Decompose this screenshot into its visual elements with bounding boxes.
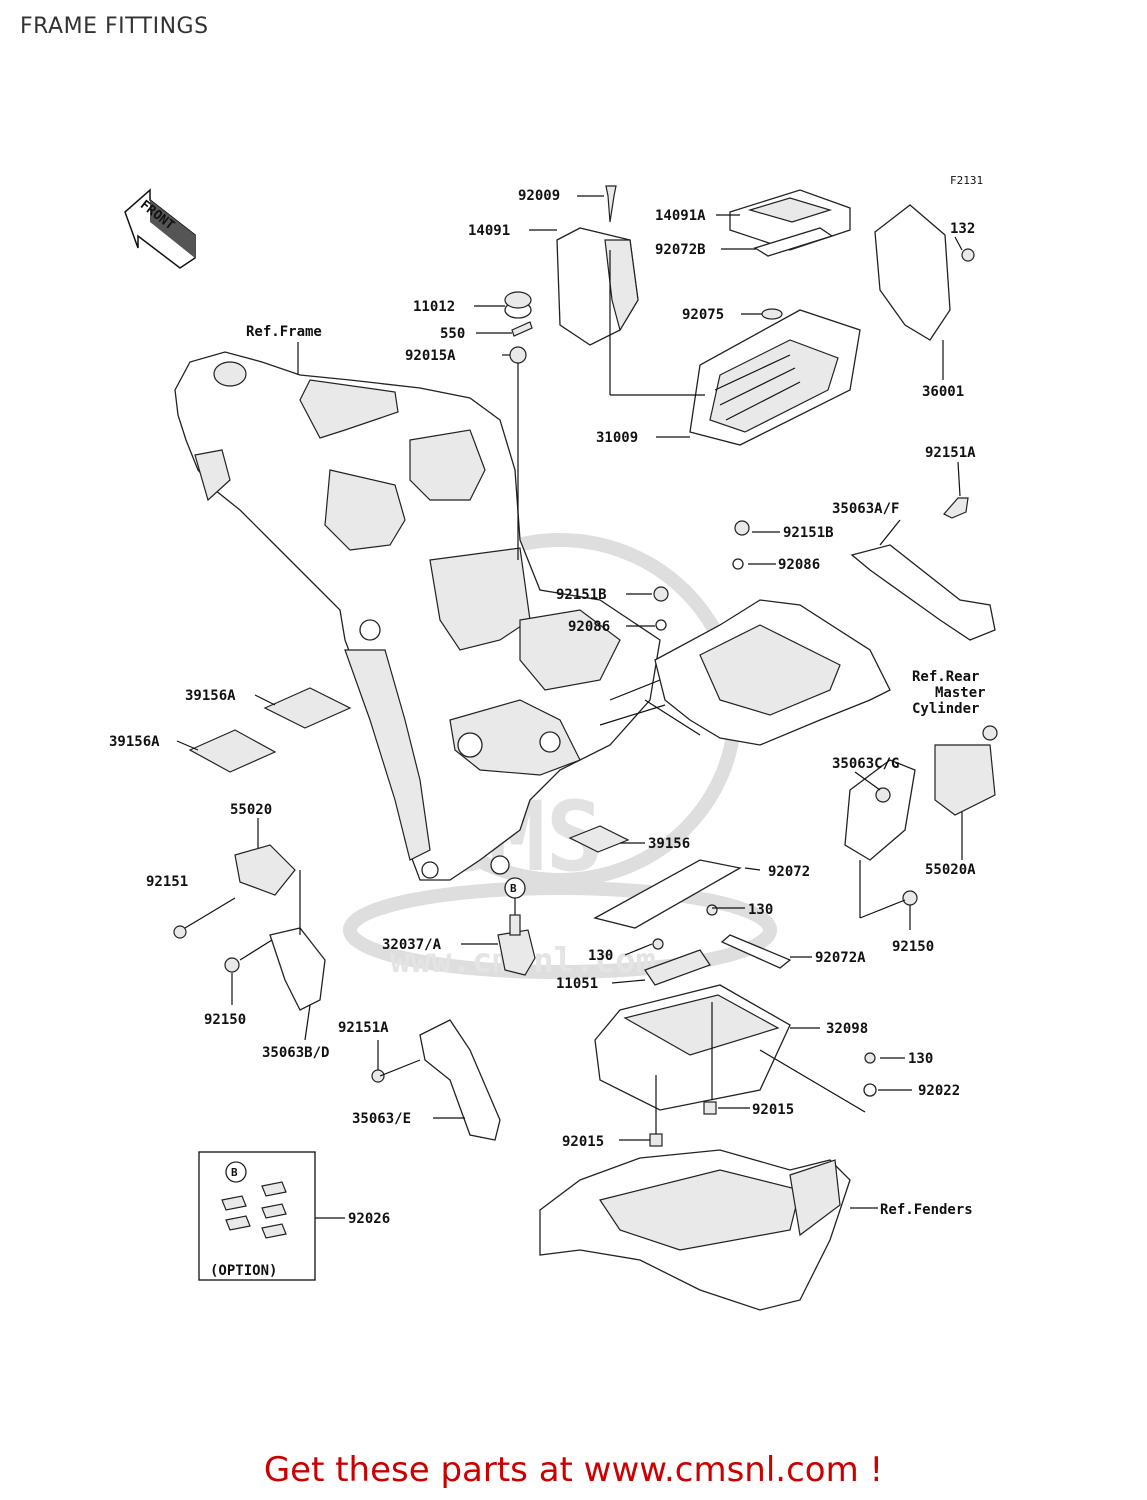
label-35063cg: 35063C/G [832, 756, 899, 772]
label-ref-rear-master-1: Ref.Rear [912, 669, 979, 685]
label-35063e: 35063/E [352, 1111, 411, 1127]
figure-code: F2131 [950, 174, 983, 187]
parts-diagram: CMS www.cmsnl.com FRONT F2131 [109, 174, 998, 1311]
watermark-base [343, 881, 777, 979]
label-14091a: 14091A [655, 208, 706, 224]
label-92151b-2: 92151B [556, 587, 607, 603]
label-55020: 55020 [230, 802, 272, 818]
label-39156a-1: 39156A [185, 688, 236, 704]
battery-tray [594, 984, 791, 1111]
label-92150-left: 92150 [204, 1012, 246, 1028]
page-title: FRAME FITTINGS [20, 14, 209, 39]
plate-39156 [568, 825, 630, 853]
master-cylinder-bracket [844, 744, 996, 861]
cap-11012 [504, 291, 532, 319]
label-130-1: 130 [748, 902, 773, 918]
label-11012: 11012 [413, 299, 455, 315]
bracket-36001 [874, 204, 951, 341]
label-92151a-top: 92151A [925, 445, 976, 461]
label-35063af: 35063A/F [832, 501, 899, 517]
front-arrow-icon: FRONT [124, 188, 196, 269]
rear-subframe [599, 599, 891, 746]
label-132: 132 [950, 221, 975, 237]
label-39156: 39156 [648, 836, 690, 852]
damper-32037a [497, 929, 536, 976]
label-92151b-1: 92151B [783, 525, 834, 541]
callout-b-letter: B [510, 882, 517, 895]
ecu-cover [556, 227, 639, 346]
label-ref-rear-master-3: Cylinder [912, 701, 979, 717]
option-box-marker: B [231, 1166, 238, 1179]
strap-92072b [753, 227, 834, 257]
label-ref-frame: Ref.Frame [246, 324, 322, 340]
label-ref-fenders: Ref.Fenders [880, 1202, 973, 1218]
label-11051: 11051 [556, 976, 598, 992]
bolt-92009 [605, 185, 617, 223]
option-box: B (OPTION) [198, 1151, 316, 1281]
label-550: 550 [440, 326, 465, 342]
plate-39156a-1 [263, 687, 352, 729]
strap-92072 [593, 859, 742, 929]
label-130-2: 130 [588, 948, 613, 964]
label-92026: 92026 [348, 1211, 390, 1227]
label-130-3: 130 [908, 1051, 933, 1067]
label-92086-2: 92086 [568, 619, 610, 635]
part-labels: Ref.Frame Ref.Fenders Ref.Rear Master Cy… [109, 188, 986, 1227]
label-92151a-low: 92151A [338, 1020, 389, 1036]
left-footrest [234, 844, 326, 1011]
strap-92072a [720, 934, 792, 969]
label-92015a: 92015A [405, 348, 456, 364]
label-92072b: 92072B [655, 242, 706, 258]
option-box-caption: (OPTION) [210, 1263, 277, 1279]
rear-fender [539, 1149, 851, 1311]
label-92015-1: 92015 [752, 1102, 794, 1118]
label-36001: 36001 [922, 384, 964, 400]
label-55020a: 55020A [925, 862, 976, 878]
label-92151: 92151 [146, 874, 188, 890]
plate-39156a-2 [188, 729, 277, 773]
ecu-box [729, 189, 851, 251]
label-32098: 32098 [826, 1021, 868, 1037]
label-92022: 92022 [918, 1083, 960, 1099]
nut-92015a [509, 346, 527, 364]
label-14091: 14091 [468, 223, 510, 239]
label-35063bd: 35063B/D [262, 1045, 329, 1061]
label-32037a: 32037/A [382, 937, 442, 953]
bracket-35063af [850, 544, 996, 641]
label-39156a-2: 39156A [109, 734, 160, 750]
bracket-11051 [644, 949, 711, 986]
label-92150-right: 92150 [892, 939, 934, 955]
label-31009: 31009 [596, 430, 638, 446]
main-frame [174, 351, 661, 881]
label-92075: 92075 [682, 307, 724, 323]
label-92086-1: 92086 [778, 557, 820, 573]
label-ref-rear-master-2: Master [935, 685, 986, 701]
callout-b: B [504, 877, 526, 936]
bracket-35063e [419, 1019, 501, 1141]
label-92072a: 92072A [815, 950, 866, 966]
label-92015-2: 92015 [562, 1134, 604, 1150]
footer-link[interactable]: Get these parts at www.cmsnl.com ! [263, 1450, 884, 1490]
leader-lines [176, 195, 963, 1219]
label-92009: 92009 [518, 188, 560, 204]
label-92072: 92072 [768, 864, 810, 880]
battery-holder [689, 309, 861, 446]
